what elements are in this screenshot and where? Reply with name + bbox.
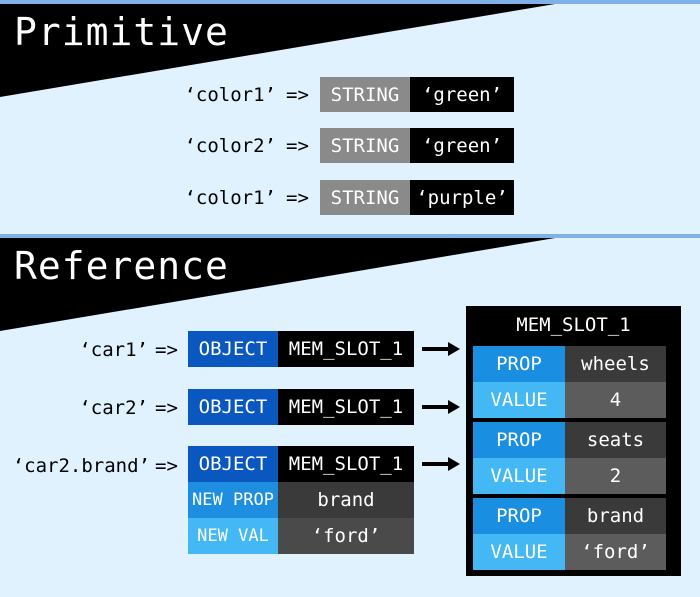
primitive-row-3-value: ‘purple’ (410, 180, 514, 215)
section-top-line (0, 0, 700, 4)
mem-entry-1-prop: wheels (565, 346, 666, 382)
primitive-row-2-value: ‘green’ (410, 128, 514, 163)
reference-section: Reference ‘car1’ => OBJECT MEM_SLOT_1 ‘c… (0, 234, 700, 597)
new-val-label: NEW VAL (188, 518, 278, 554)
primitive-row-1-value: ‘green’ (410, 77, 514, 112)
reference-title: Reference (14, 244, 229, 288)
primitive-title: Primitive (14, 10, 229, 54)
pointer-arrow-icon (422, 342, 460, 356)
new-prop-label: NEW PROP (188, 482, 278, 518)
mem-entry-2-prop: seats (565, 422, 666, 458)
primitive-row-2-label: ‘color2’ (184, 135, 276, 157)
mem-entry-2-value-label: VALUE (473, 458, 565, 494)
reference-row-2-value: MEM_SLOT_1 (278, 389, 414, 425)
reference-row-2-label: ‘car2’ (79, 397, 148, 419)
reference-row-3-value: MEM_SLOT_1 (278, 446, 414, 482)
reference-row-1-label: ‘car1’ (79, 339, 148, 361)
pointer-arrow-icon (422, 457, 460, 471)
reference-row-3-label: ‘car2.brand’ (12, 455, 150, 477)
mem-entry-2-prop-label: PROP (473, 422, 565, 458)
reference-row-3-arrow: => (155, 455, 178, 477)
reference-row-1-type: OBJECT (188, 331, 278, 367)
primitive-row-1-arrow: => (286, 84, 309, 106)
primitive-row-1-label: ‘color1’ (184, 84, 276, 106)
memory-slot-box: MEM_SLOT_1 PROP wheels VALUE 4 PROP seat… (466, 306, 681, 576)
mem-entry-1-prop-label: PROP (473, 346, 565, 382)
mem-entry-3-prop-label: PROP (473, 498, 565, 534)
mem-entry-2-value: 2 (565, 458, 666, 494)
memory-slot-title: MEM_SLOT_1 (516, 314, 631, 336)
primitive-row-2-type: STRING (320, 128, 410, 163)
primitive-banner: Primitive (0, 0, 700, 100)
reference-row-1-arrow: => (155, 339, 178, 361)
primitive-row-1-type: STRING (320, 77, 410, 112)
primitive-section: Primitive ‘color1’ => STRING ‘green’ ‘co… (0, 0, 700, 231)
new-val-value: ‘ford’ (278, 518, 414, 554)
reference-row-1-value: MEM_SLOT_1 (278, 331, 414, 367)
reference-row-2-arrow: => (155, 397, 178, 419)
reference-row-3-type: OBJECT (188, 446, 278, 482)
mem-entry-3-value: ‘ford’ (565, 534, 666, 570)
reference-banner: Reference (0, 234, 700, 334)
banner-shape (0, 238, 555, 331)
mem-entry-3-prop: brand (565, 498, 666, 534)
reference-row-2-type: OBJECT (188, 389, 278, 425)
primitive-row-3-type: STRING (320, 180, 410, 215)
primitive-row-3-arrow: => (286, 187, 309, 209)
banner-shape (0, 4, 555, 97)
pointer-arrow-icon (422, 400, 460, 414)
section-top-line (0, 234, 700, 238)
primitive-row-3-label: ‘color1’ (184, 187, 276, 209)
mem-entry-1-value: 4 (565, 382, 666, 418)
mem-entry-1-value-label: VALUE (473, 382, 565, 418)
mem-entry-3-value-label: VALUE (473, 534, 565, 570)
new-prop-value: brand (278, 482, 414, 518)
primitive-row-2-arrow: => (286, 135, 309, 157)
